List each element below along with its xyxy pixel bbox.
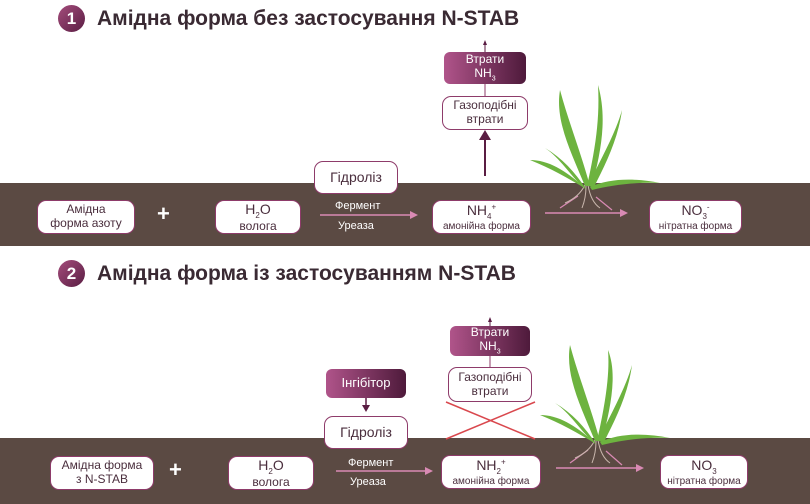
urease-label-1: Уреаза [338,220,374,232]
amide-line1-2: Амідна форма [61,458,143,473]
inhibitor-box: Інгібітор [326,369,406,398]
water-label-2: волога [252,474,290,489]
hydrolysis-label-2: Гідроліз [340,424,392,441]
ammonium-chem-2: NH2+ [476,456,506,476]
nitrate-label-1: нітратна форма [658,220,733,232]
plus-sign-2: + [169,457,182,482]
arrowhead-inhibitor [362,405,370,412]
amide-line1-1: Амідна [66,202,106,217]
root-arrow-1b [595,196,613,211]
section2-number-badge: 2 [58,260,85,287]
nitrate-chem-2: NO3 [691,456,717,476]
arrowhead-nitrate-1 [620,209,628,217]
plus-sign-1: + [157,201,170,226]
amide-line2-1: форма азоту [50,216,122,230]
section1-title-text: Амідна форма без застосування N-STAB [97,6,520,30]
nitrate-label-2: нітратна форма [667,475,741,487]
ammonium-box-1: NH4+ амонійна форма [432,200,531,234]
gas-losses-line1-2: Газоподібні [458,369,522,384]
nitrate-box-1: NO3- нітратна форма [649,200,742,234]
arrowhead-enzyme-1 [410,211,418,219]
ammonium-box-2: NH2+ амонійна форма [441,455,541,489]
arrowhead-losses-2 [488,317,492,322]
water-box-1: H2O волога [215,200,301,234]
plant-1 [530,85,660,190]
section2-title-text: Амідна форма із застосуванням N-STAB [97,261,516,285]
losses-chem-2: NH3 [479,338,501,356]
arrowhead-losses-1 [483,40,487,45]
losses-chem-1: NH3 [474,65,496,83]
ammonium-label-2: амонійна форма [452,475,530,487]
section2-title: 2 Амідна форма із застосуванням N-STAB [58,260,516,287]
ammonium-label-1: амонійна форма [443,220,520,232]
losses-box-1: Втрати NH3 [444,52,526,84]
water-label-1: волога [239,218,277,233]
root-arrow-2b [605,450,623,466]
gas-losses-line2-2: втрати [471,383,509,398]
amide-box-1: Амідна форма азоту [37,200,135,234]
section1-title: 1 Амідна форма без застосування N-STAB [58,5,519,32]
ammonium-chem-1: NH4+ [466,201,497,221]
arrowhead-gas-1 [479,130,491,140]
enzyme-label-2: Фермент [348,457,394,469]
losses-label-2: Втрати [470,324,510,339]
nitrate-box-2: NO3 нітратна форма [660,455,748,489]
gas-losses-box-1: Газоподібні втрати [442,96,528,130]
urease-label-2: Уреаза [350,476,386,488]
plant-2 [540,345,670,445]
arrowhead-nitrate-2 [636,464,644,472]
hydrolysis-box-2: Гідроліз [324,416,408,449]
root-arrow-1a [559,195,579,209]
gas-losses-box-2: Газоподібні втрати [448,367,532,402]
amide-line2-2: з N-STAB [76,472,128,486]
water-chem-1: H2O [245,200,271,220]
water-box-2: H2O волога [228,456,314,490]
cross-line-b [445,401,536,440]
section1-number-badge: 1 [58,5,85,32]
hydrolysis-box-1: Гідроліз [314,161,398,194]
hydrolysis-label-1: Гідроліз [330,169,382,186]
losses-box-2: Втрати NH3 [450,324,530,356]
enzyme-label-1: Фермент [335,200,381,212]
arrowhead-enzyme-2 [425,467,433,475]
gas-losses-line2-1: втрати [466,112,504,126]
gas-losses-line1-1: Газоподібні [453,98,517,113]
losses-label-1: Втрати [465,51,505,66]
inhibitor-label: Інгібітор [341,375,391,391]
nitrate-chem-1: NO3- [681,201,710,221]
water-chem-2: H2O [258,456,284,476]
amide-box-2: Амідна форма з N-STAB [50,456,154,490]
